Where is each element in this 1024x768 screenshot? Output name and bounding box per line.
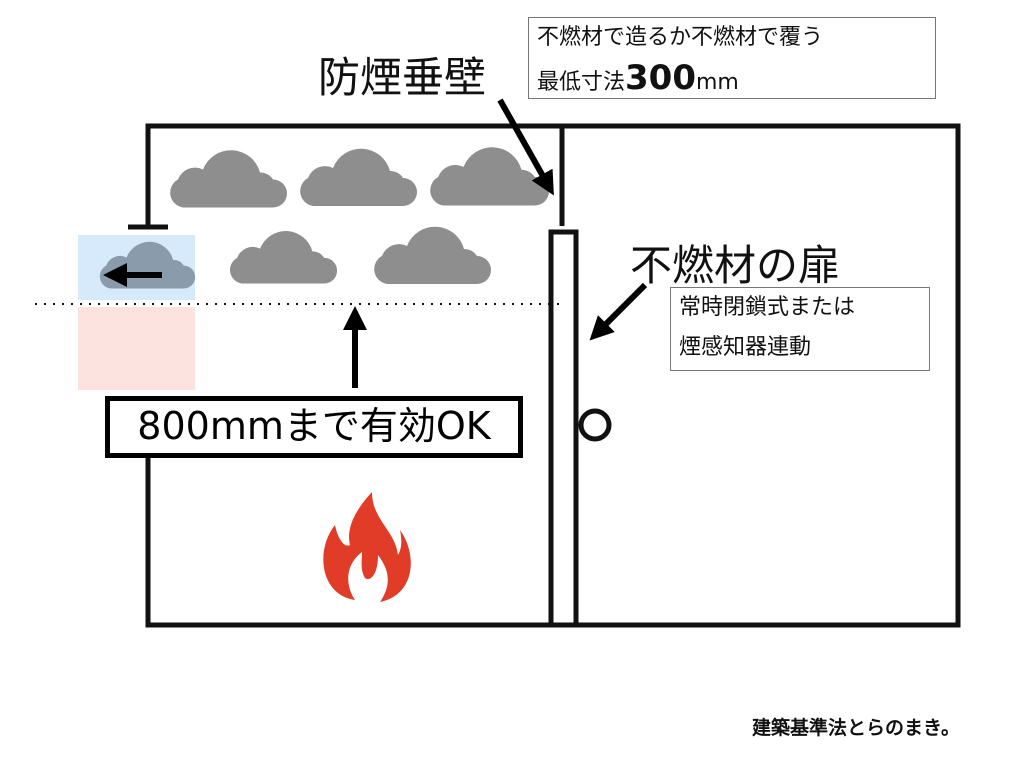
min-size-value: 300 [625,58,696,98]
door-note-line2: 煙感知器連動 [679,335,812,360]
clear-zone [78,307,195,390]
door [548,229,579,628]
cloud-icon [374,226,491,284]
footer-credit: 建築基準法とらのまき。 [752,717,961,739]
cloud-icon [230,231,338,284]
door-note: 常時閉鎖式または 煙感知器連動 [670,287,930,371]
door-arrow-icon [589,282,648,341]
door-knob [578,408,612,442]
smoke-curtain-label: 防煙垂壁 [318,53,487,102]
effective-height-label: 800mmまで有効OK [105,396,523,458]
curtain-arrow-icon [497,98,554,196]
curtain-note-line2: 最低寸法300mm [537,58,927,103]
cloud-icon [300,148,417,206]
room-walls [128,123,961,628]
door-label: 不燃材の扉 [630,241,841,290]
door-note-line1: 常時閉鎖式または [679,295,856,320]
curtain-note-line1: 不燃材で造るか不燃材で覆う [537,25,824,50]
min-size-label: 最低寸法 [537,70,626,95]
cloud-icon [170,150,287,208]
smoke-clouds [170,147,549,284]
fire-icon [323,492,411,602]
min-size-unit: mm [696,70,739,95]
curtain-note: 不燃材で造るか不燃材で覆う 最低寸法300mm [528,17,936,99]
